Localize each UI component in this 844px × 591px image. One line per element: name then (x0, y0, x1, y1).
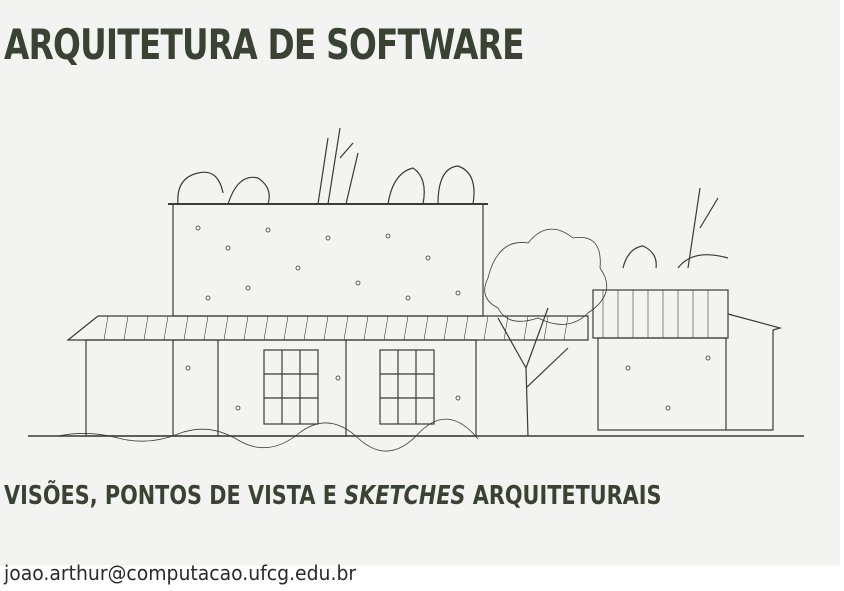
subtitle-emphasis: SKETCHES (344, 481, 466, 511)
slide-title: ARQUITETURA DE SOFTWARE (4, 20, 524, 69)
slide-subtitle: VISÕES, PONTOS DE VISTA E SKETCHES ARQUI… (4, 477, 662, 515)
subtitle-part-2: ARQUITETURAIS (465, 481, 662, 511)
author-email: joao.arthur@computacao.ufcg.edu.br (4, 561, 357, 585)
footer-strip (0, 565, 844, 591)
slide: ARQUITETURA DE SOFTWARE (0, 0, 840, 565)
architecture-sketch-image (28, 127, 804, 452)
subtitle-part-1: VISÕES, PONTOS DE VISTA E (4, 481, 345, 511)
